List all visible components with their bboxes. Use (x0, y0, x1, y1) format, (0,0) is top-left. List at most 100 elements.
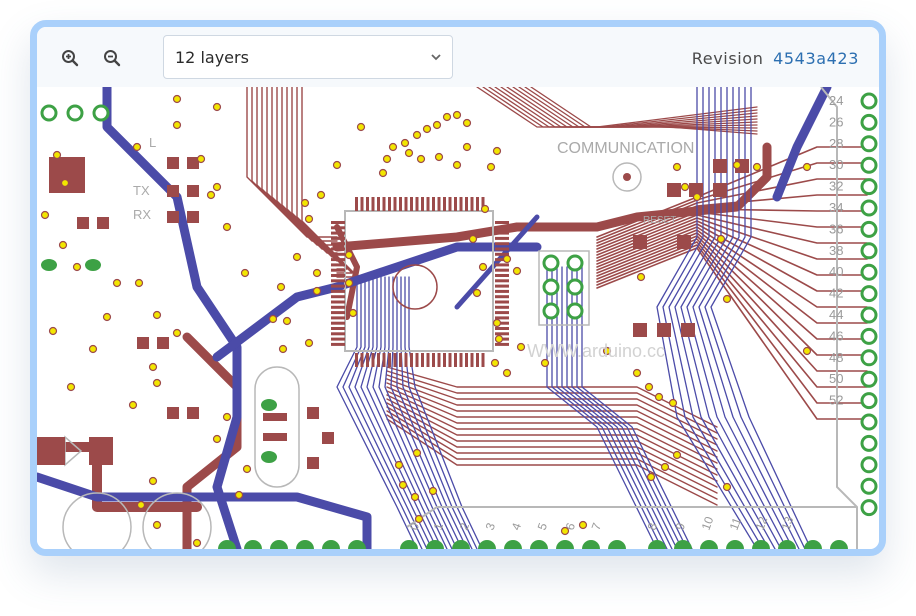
pin-number-right: 28 (829, 136, 843, 151)
mcu-pad (331, 305, 345, 309)
trace (596, 244, 868, 404)
mcu-pad (410, 353, 413, 367)
mcu-pad (404, 353, 408, 367)
via (452, 160, 462, 170)
header-pad-right (860, 434, 878, 452)
smd-pad (137, 337, 149, 349)
mcu-pad (495, 311, 509, 315)
mcu-pad (495, 305, 509, 309)
mcu-pad (331, 242, 345, 246)
pin-number-bottom: 6 (563, 521, 579, 532)
trace (596, 235, 868, 356)
header-pad-right (860, 220, 878, 238)
via (400, 138, 410, 148)
trace (408, 276, 483, 549)
trace (336, 276, 418, 549)
trace (386, 414, 718, 500)
header-pad-bottom (504, 540, 522, 549)
trace (386, 418, 718, 506)
mcu-pad (331, 321, 345, 325)
via (434, 152, 444, 162)
smd-pad (77, 217, 89, 229)
mcu-pad (331, 236, 345, 240)
mcu-pad (399, 353, 402, 367)
pin-number-right: 26 (829, 114, 843, 129)
trace (596, 229, 868, 324)
trace (596, 194, 868, 247)
via (222, 412, 232, 422)
trace (334, 224, 360, 320)
via (654, 392, 664, 402)
header-pad-bottom (700, 540, 718, 549)
via (416, 154, 426, 164)
header-pad-right (860, 456, 878, 474)
mcu-pad (415, 353, 419, 367)
mcu-pad (495, 226, 509, 230)
pin-number-bottom: 3 (483, 521, 499, 532)
mcu-pad (465, 353, 468, 367)
via (240, 268, 250, 278)
via (66, 382, 76, 392)
website-label: WWW.arduino.cc (527, 341, 665, 361)
pin-number-bottom: 11 (727, 515, 745, 532)
revision-hash-link[interactable]: 4543a423 (773, 49, 859, 68)
via (192, 538, 202, 548)
dc-jack-pad (37, 437, 65, 465)
trace (386, 402, 718, 482)
header-pad-bottom (804, 540, 822, 549)
mcu-pad (377, 353, 380, 367)
header-pad-bottom (478, 540, 496, 549)
smd-pad (633, 235, 647, 249)
pin-number-right: 34 (829, 200, 843, 215)
trace (530, 87, 758, 135)
mcu-pad (404, 197, 408, 211)
mcu-pad (360, 197, 364, 211)
trace (360, 276, 438, 549)
via (802, 162, 812, 172)
via (398, 480, 408, 490)
mcu-pad (470, 353, 474, 367)
via (48, 326, 58, 336)
crystal-pad-green (261, 451, 277, 463)
zoom-out-button[interactable] (99, 45, 125, 71)
pin-number-bottom: 7 (589, 521, 605, 532)
via (196, 154, 206, 164)
trace (772, 87, 832, 202)
vias-layer (40, 94, 812, 548)
mcu-pad (355, 197, 358, 211)
smd-pad (187, 185, 199, 197)
trace (372, 276, 448, 549)
header-pad-bottom (556, 540, 574, 549)
icsp-pad (566, 302, 584, 320)
layer-select[interactable]: 12 layers (163, 35, 453, 79)
mcu-pad (495, 332, 509, 336)
mcu-pad (495, 252, 509, 256)
pin-number-bottom: 10 (699, 514, 717, 532)
via (578, 520, 588, 530)
header-pad-right (860, 178, 878, 196)
zoom-in-button[interactable] (57, 45, 83, 71)
pin-number-right: 32 (829, 179, 843, 194)
header-pad-bottom (778, 540, 796, 549)
header-pad-right (860, 199, 878, 217)
trace (668, 87, 770, 549)
header-pad-right (860, 370, 878, 388)
led-rx-label: RX (133, 207, 151, 222)
trace (596, 232, 868, 340)
mcu-pad (476, 353, 479, 367)
icsp-pad (566, 278, 584, 296)
trace (37, 442, 202, 512)
trace (102, 87, 242, 549)
pcb-board-canvas[interactable]: COMMUNICATION RESET WWW.arduino.cc L TX … (37, 87, 879, 549)
icsp-outline (538, 250, 590, 326)
usb-ic (49, 157, 85, 193)
mcu-pad (331, 231, 345, 235)
mcu-pad (331, 295, 345, 299)
via (102, 312, 112, 322)
via (134, 278, 144, 288)
pcb-layout-svg: COMMUNICATION RESET WWW.arduino.cc L TX … (37, 87, 878, 549)
trace (404, 276, 478, 549)
via (304, 338, 314, 348)
mcu-pad (448, 353, 452, 367)
